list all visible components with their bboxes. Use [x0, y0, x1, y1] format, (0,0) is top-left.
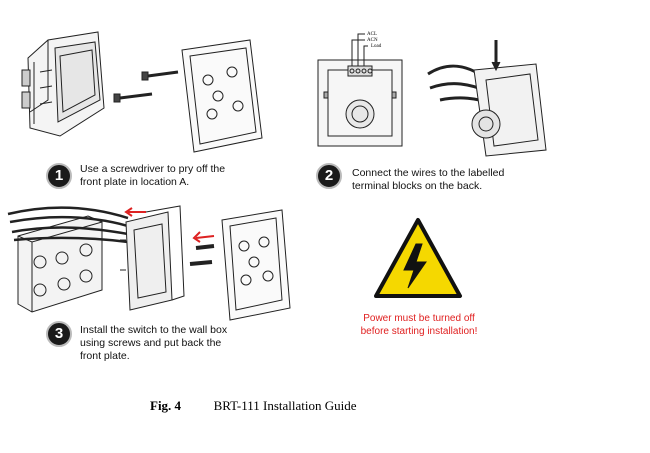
step1-screws [113, 70, 179, 103]
warning-triangle [374, 218, 462, 298]
step-2-line-2: terminal blocks on the back. [352, 180, 483, 192]
warning-text: Power must be turned off before starting… [334, 312, 504, 338]
figure-caption: Fig. 4 BRT-111 Installation Guide [150, 398, 357, 414]
step-1-line-1: Use a screwdriver to pry off the [80, 163, 226, 175]
step-3-line-1: Install the switch to the wall box [80, 324, 228, 336]
terminal-acl-label: ACL [367, 32, 377, 37]
step-3-line-2: using screws and put back the [80, 337, 222, 349]
step-2-text: Connect the wires to the labelled termin… [352, 167, 504, 193]
warning-line-2: before starting installation! [360, 326, 478, 337]
step1-front-plate [181, 39, 263, 153]
terminal-load-label: Load [371, 44, 382, 49]
step-3-text: Install the switch to the wall box using… [80, 324, 227, 363]
step3-front-plate [221, 209, 291, 321]
step-2-badge: 2 [316, 163, 342, 189]
step-1-text: Use a screwdriver to pry off the front p… [80, 163, 225, 189]
figure-label: Fig. 4 [150, 398, 182, 413]
step1-switch-body [21, 31, 105, 137]
step3-wall-box [17, 215, 103, 313]
step3-arrows [124, 207, 215, 243]
step3-switch-body [120, 205, 185, 311]
step-2-line-1: Connect the wires to the labelled [352, 167, 505, 179]
step3-screws [189, 244, 215, 266]
step-1-badge: 1 [46, 163, 72, 189]
figure-title: BRT-111 Installation Guide [213, 398, 357, 413]
step-3-line-3: front plate. [80, 350, 130, 362]
warning-line-1: Power must be turned off [363, 313, 475, 324]
step2-switch-back [317, 33, 403, 147]
step-1-line-2: front plate in location A. [80, 176, 190, 188]
terminal-acn-label: ACN [367, 38, 378, 43]
step-3-badge: 3 [46, 321, 72, 347]
step3-wires [7, 206, 129, 244]
step2-wired-unit [427, 40, 547, 157]
